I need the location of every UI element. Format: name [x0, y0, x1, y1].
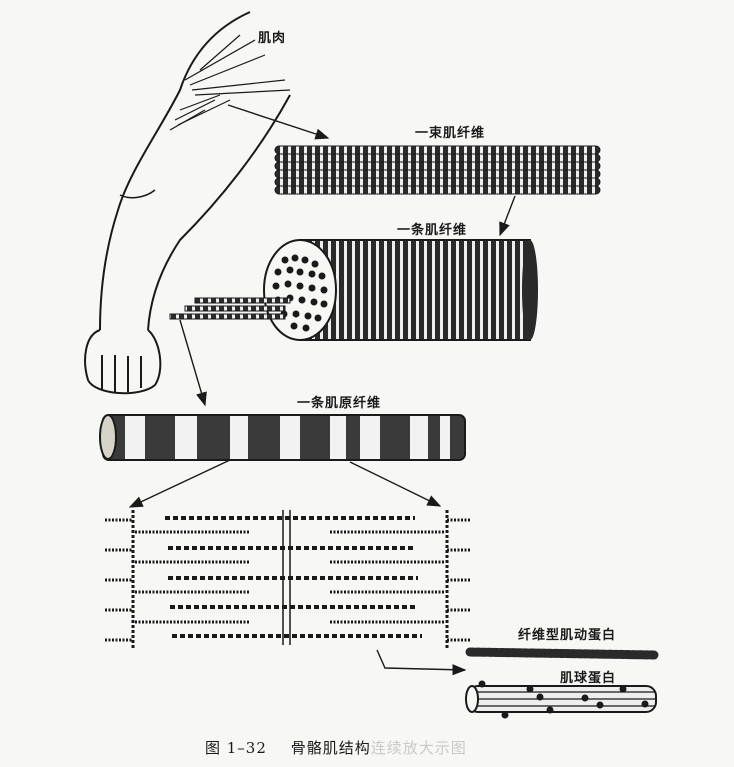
arm-drawing	[84, 11, 291, 395]
label-myosin: 肌球蛋白	[560, 671, 617, 686]
label-actin: 纤维型肌动蛋白	[518, 628, 617, 643]
actin-filament	[465, 647, 660, 660]
caption-text-faded: 连续放大示图	[370, 739, 467, 757]
myosin-filament	[465, 680, 657, 719]
caption-text: 骨骼肌结构	[290, 739, 371, 757]
myofibril	[99, 414, 466, 461]
figure-number: 图 1–32	[205, 739, 267, 757]
single-muscle-fiber	[169, 239, 538, 341]
label-muscle: 肌肉	[258, 31, 287, 46]
fiber-bundle	[274, 145, 601, 195]
label-single-fiber: 一条肌纤维	[397, 223, 468, 238]
sarcomere	[105, 510, 470, 650]
label-fiber-bundle: 一束肌纤维	[415, 126, 486, 141]
figure-caption: 图 1–32 骨骼肌结构连续放大示图	[205, 737, 467, 758]
muscle-striations	[169, 34, 291, 131]
label-myofibril: 一条肌原纤维	[297, 396, 382, 411]
arrows	[128, 104, 516, 676]
